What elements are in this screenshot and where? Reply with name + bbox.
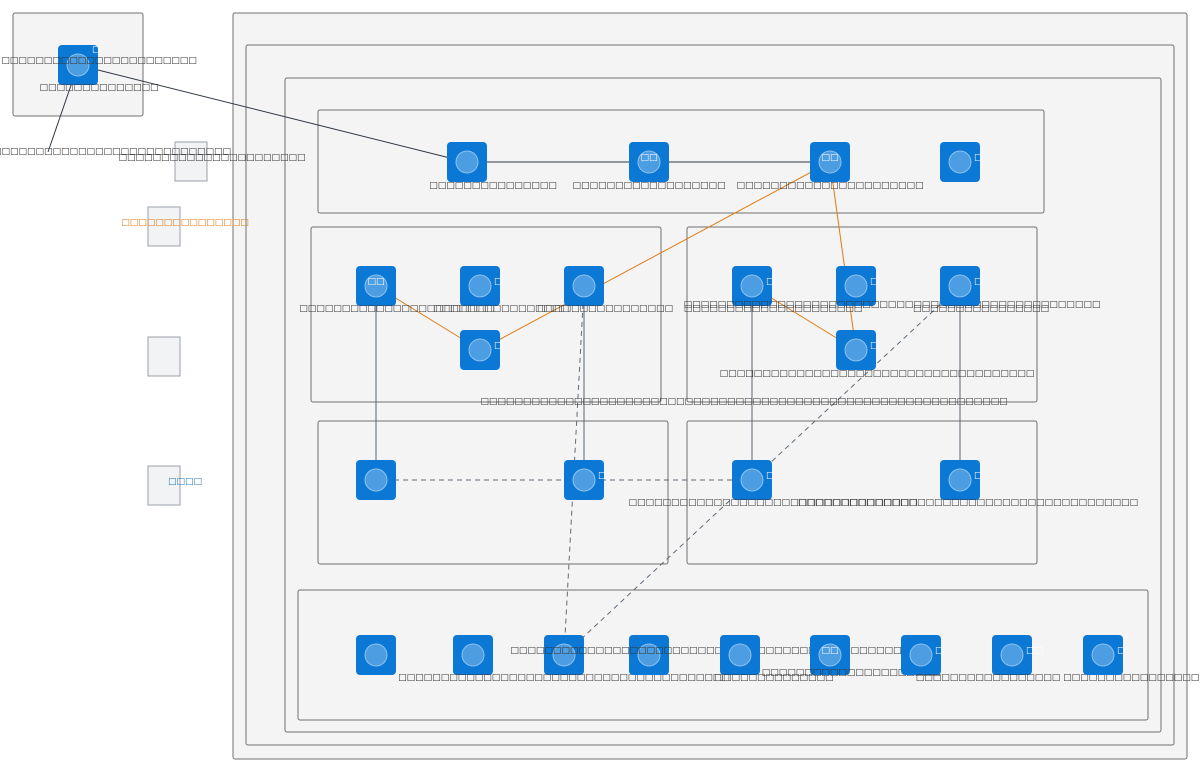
row4-node-8[interactable] bbox=[992, 635, 1032, 675]
row1-node-3-badge: □□ bbox=[821, 153, 838, 163]
row4-node-8-label: □□□□□□□□□□□□□□□□□ □□□□□□□□□□□□□□□□□□□□□□ bbox=[916, 673, 1200, 683]
edge-external-to-service[interactable] bbox=[77, 64, 467, 163]
row1-node-2[interactable] bbox=[629, 142, 669, 182]
row2-left-node-1[interactable] bbox=[356, 266, 396, 306]
row4-node-3-label: □□□□□□□□□□□□□□□□□□□□□□□□□□□□□□□□□□□□□□□ bbox=[398, 673, 730, 683]
row4-node-6[interactable] bbox=[810, 635, 850, 675]
row4-node-6-label: □□□□□□□□□□□□□□□□□□□□□ bbox=[762, 668, 941, 678]
row2-right-node-1-label: □□□□□□□□□□□□□□□□□□□□□ bbox=[684, 304, 863, 314]
external-node-label-top: □□□□□□□□□□□□□□□□□□□□□□□ bbox=[1, 56, 197, 66]
caller-label: □□□□□□□□□□□□□□□□□□□□□□□□□□□□□□□□□□□□ bbox=[0, 147, 231, 157]
row4-node-6-badge: □□ bbox=[821, 646, 838, 656]
row3-right-group[interactable] bbox=[686, 420, 1038, 565]
row2-right-node-4-badge: □ bbox=[870, 341, 879, 351]
row3-left-node-2-badge: □ bbox=[598, 471, 607, 481]
legend-label-4: □□□□ bbox=[168, 477, 202, 487]
row2-left-node-3-label: □□□□□□□□□□□□□□□□ bbox=[537, 304, 673, 314]
row2-right-node-2-badge: □ bbox=[870, 277, 879, 287]
row1-node-2-badge: □□ bbox=[640, 153, 657, 163]
row1-node-3-label: □□□□□□□□□□□□□□□□□□□□□□ bbox=[736, 181, 923, 191]
row2-left-node-4[interactable] bbox=[460, 330, 500, 370]
row2-left-node-2-badge: □ bbox=[494, 277, 503, 287]
row1-node-3[interactable] bbox=[810, 142, 850, 182]
external-node[interactable] bbox=[58, 45, 98, 85]
legend-swatch-1 bbox=[174, 141, 208, 182]
row2-right-node-1-badge: □ bbox=[766, 277, 775, 287]
row3-right-node-2-badge: □ bbox=[974, 471, 983, 481]
external-node-badge: □ bbox=[92, 45, 101, 55]
edge-highlight-down[interactable] bbox=[829, 161, 857, 351]
row3-right-node-1-badge: □ bbox=[766, 471, 775, 481]
edge-highlight-to-row1[interactable] bbox=[479, 161, 831, 351]
row2-right-node-3[interactable] bbox=[940, 266, 980, 306]
row4-node-9-badge: □ bbox=[1117, 646, 1126, 656]
row2-right-node-3-label: □□□□□□□□□□□□□□□□ bbox=[913, 304, 1049, 314]
row1-node-1-label: □□□□□□□□□□□□□□□ bbox=[429, 181, 557, 191]
row3-right-node-1-label: □□□□□□□□□□□□□□□□□□□□□□□□□□□□□□□□□□ bbox=[628, 498, 917, 508]
row3-left-node-1[interactable] bbox=[356, 460, 396, 500]
row4-node-5[interactable] bbox=[720, 635, 760, 675]
row4-node-9[interactable] bbox=[1083, 635, 1123, 675]
legend: □□□□□□□□□□□□□□□□□□□□□□ □□□□□□□□□□□□□□□ □… bbox=[118, 141, 306, 506]
legend-swatch-3 bbox=[147, 336, 181, 377]
row2-left-node-2-label: □□□□□□□□□□□□□□□□ bbox=[433, 304, 569, 314]
row1-node-4-badge: □ bbox=[974, 153, 983, 163]
row3-left-node-2[interactable] bbox=[564, 460, 604, 500]
row3-left-group[interactable] bbox=[317, 420, 669, 565]
row2-right-node-1[interactable] bbox=[732, 266, 772, 306]
row3-right-node-2-label: □□□□□□□□□□□□□□□□□□□□□□□□□□□□□□□□□□□□□□□□ bbox=[798, 498, 1138, 508]
row4-node-7-badge: □ bbox=[935, 646, 944, 656]
row2-left-node-1-label: □□□□□□□□□□□□□□□□□□□□□□□ bbox=[299, 304, 495, 314]
row2-right-node-2[interactable] bbox=[836, 266, 876, 306]
row2-left-node-1-badge: □□ bbox=[367, 277, 384, 287]
row2-left-group[interactable] bbox=[310, 226, 662, 403]
row2-right-node-4-label: □□□□□□□□□□□□□□□□□□□□□□□□□□□□□□□□□□□□□ bbox=[720, 369, 1035, 379]
row4-node-5-label: □□□□□□□□□□□□□□ bbox=[714, 673, 833, 683]
row4-node-4[interactable] bbox=[629, 635, 669, 675]
row4-node-2[interactable] bbox=[453, 635, 493, 675]
row2-left-node-2[interactable] bbox=[460, 266, 500, 306]
row1-node-2-label: □□□□□□□□□□□□□□□□□□ bbox=[572, 181, 725, 191]
row3-right-node-2[interactable] bbox=[940, 460, 980, 500]
row2-right-node-2-label: □□□□□□□□□□□□□□□□□□□□□□□□□□□□□□□□□□□□□□□□… bbox=[684, 300, 1101, 310]
row2-right-node-4[interactable] bbox=[836, 330, 876, 370]
row2-left-node-3[interactable] bbox=[564, 266, 604, 306]
row3-right-node-1[interactable] bbox=[732, 460, 772, 500]
legend-swatch-4 bbox=[147, 465, 181, 506]
row2-right-node-3-badge: □ bbox=[974, 277, 983, 287]
external-node-label-bottom: □□□□□□□□□□□□□□ bbox=[39, 83, 158, 93]
group-caption: □□□□□□□□□□□□□□□□□□□□□□□□□□□□□□□□□□□□□□□□… bbox=[480, 397, 1007, 407]
row4-node-1[interactable] bbox=[356, 635, 396, 675]
legend-label-2: □□□□□□□□□□□□□□□ bbox=[121, 218, 249, 228]
row2-left-node-4-badge: □ bbox=[494, 341, 503, 351]
row1-node-4[interactable] bbox=[940, 142, 980, 182]
legend-label-1: □□□□□□□□□□□□□□□□□□□□□□ bbox=[118, 153, 305, 163]
row1-node-1[interactable] bbox=[447, 142, 487, 182]
row4-node-8-badge: □□ bbox=[1026, 646, 1043, 656]
legend-swatch-2 bbox=[147, 206, 181, 247]
row4-node-3[interactable] bbox=[544, 635, 584, 675]
row4-node-7[interactable] bbox=[901, 635, 941, 675]
